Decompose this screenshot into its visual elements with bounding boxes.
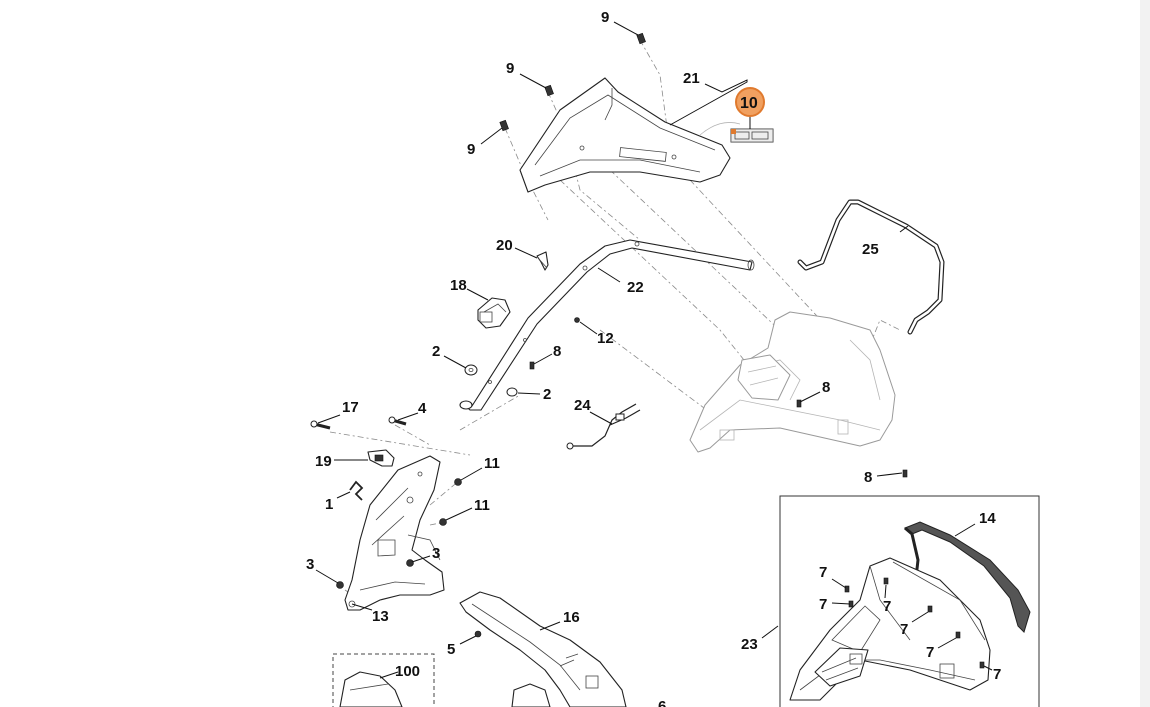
cable-part-24 [566,403,641,450]
label-part-1: 1 [325,496,333,513]
kit-box-part-100 [332,653,435,707]
inset-box-part-23 [779,495,1040,707]
bolt-part-4 [388,416,407,426]
label-part-25: 25 [862,241,879,258]
handle-bar-part-22 [459,239,755,411]
decal-part-10 [730,128,774,143]
label-part-7-d: 7 [900,621,908,638]
nut-part-11-upper [454,478,462,486]
nut-part-3-right [406,559,414,567]
label-part-9-middle: 9 [506,60,514,77]
nut-part-3-left [336,581,344,589]
clip-part-20 [536,251,549,271]
part-6-fragment [511,683,551,707]
nut-part-11-lower [439,518,447,526]
washer-part-2-upper [464,364,478,376]
label-part-100: 100 [395,663,420,680]
label-part-21: 21 [683,70,700,87]
page-edge-shadow [1140,0,1150,707]
lower-handle-assembly-faint [689,311,896,453]
label-part-9-top: 9 [601,9,609,26]
knob-part-18 [477,297,511,329]
label-part-11-lower: 11 [474,497,490,514]
screw-9-middle [544,84,554,97]
bail-wire-part-25 [797,199,945,335]
label-part-12: 12 [597,330,614,347]
spring-part-1 [349,480,364,501]
label-part-13: 13 [372,608,389,625]
label-part-17: 17 [342,399,359,416]
screw-part-5 [474,630,482,638]
label-part-16: 16 [563,609,580,626]
leader-lines [315,21,993,679]
label-part-10[interactable]: 10 [740,95,758,112]
label-part-4: 4 [418,400,427,417]
label-part-8-bottom: 8 [864,469,872,486]
label-part-2-lower: 2 [543,386,551,403]
label-part-9-left: 9 [467,141,475,158]
screw-part-8-bottom [902,469,908,478]
label-part-23: 23 [741,636,758,653]
label-part-20: 20 [496,237,513,254]
handle-cover-part-21 [519,77,731,193]
screw-9-top [636,32,646,45]
washer-part-2-lower [506,387,518,397]
screw-part-8-right [796,399,802,408]
label-part-7-b: 7 [819,596,827,613]
nut-part-12 [574,317,580,323]
label-part-22: 22 [627,279,644,296]
label-part-5: 5 [447,641,455,658]
label-part-7-a: 7 [819,564,827,581]
label-part-7-e: 7 [926,644,934,661]
bolt-part-17 [310,420,331,430]
label-part-8-right: 8 [822,379,830,396]
screw-part-8-left [529,361,535,370]
label-part-7-c: 7 [883,598,891,615]
bracket-part-13 [344,455,445,611]
bracket-part-16 [459,591,627,707]
label-part-11-upper: 11 [484,455,500,472]
label-part-14: 14 [979,510,996,527]
highlight-marker-part-10[interactable] [735,87,765,117]
handle-frame-part-14 [904,521,1031,633]
label-part-24: 24 [574,397,591,414]
label-part-3-right: 3 [432,545,440,562]
label-part-7-f: 7 [993,666,1001,683]
label-part-3-left: 3 [306,556,314,573]
label-part-18: 18 [450,277,467,294]
label-part-8-left: 8 [553,343,561,360]
label-part-19: 19 [315,453,332,470]
label-part-6: 6 [658,698,666,707]
part-number-labels: 9 9 9 21 10 20 22 25 18 12 2 8 2 8 8 17 … [306,9,1001,707]
latch-part-19 [367,449,395,467]
label-part-2-upper: 2 [432,343,440,360]
